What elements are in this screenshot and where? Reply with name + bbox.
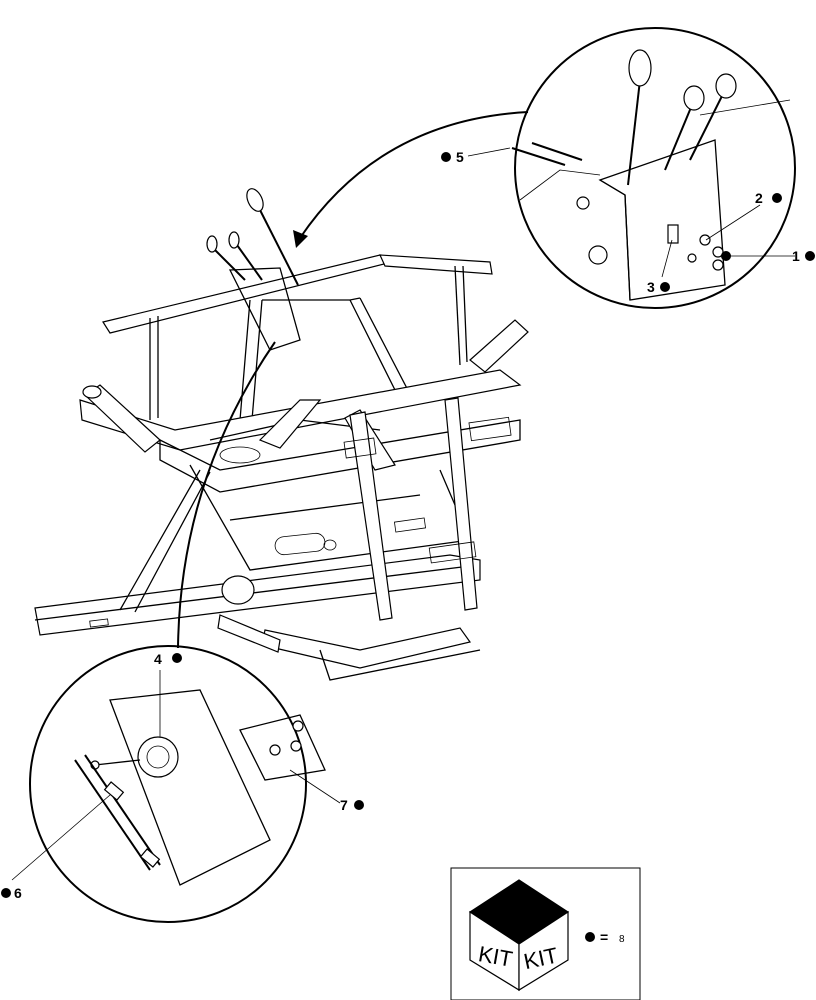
callout-4: 4 xyxy=(154,651,182,667)
kit-equals: = xyxy=(600,929,608,945)
upper-detail-view xyxy=(293,27,796,309)
callout-6: 6 xyxy=(1,885,22,901)
callout-label-6: 6 xyxy=(14,885,22,901)
callout-2: 2 xyxy=(755,190,782,206)
callout-label-4: 4 xyxy=(154,651,162,667)
kit-legend: KIT KIT = 8 xyxy=(450,867,641,1000)
callout-1: 1 xyxy=(721,248,815,264)
main-frame-assembly xyxy=(34,188,529,681)
callout-label-7: 7 xyxy=(340,797,348,813)
callout-label-2: 2 xyxy=(755,190,763,206)
callout-label-1: 1 xyxy=(792,248,800,264)
callout-7: 7 xyxy=(340,797,364,813)
callout-3: 3 xyxy=(647,279,670,295)
kit-label-left: KIT xyxy=(476,941,514,972)
kit-number: 8 xyxy=(619,934,625,945)
callout-label-3: 3 xyxy=(647,279,655,295)
callout-leaders xyxy=(11,147,795,881)
kit-box-icon: KIT KIT xyxy=(468,879,570,992)
callout-label-5: 5 xyxy=(456,149,464,165)
lower-detail-view xyxy=(29,341,326,923)
callout-5: 5 xyxy=(441,149,464,165)
